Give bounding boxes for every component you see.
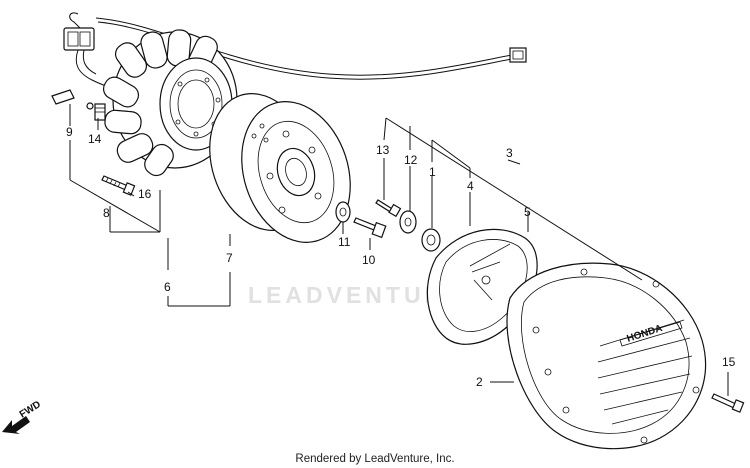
callout-6: 6 <box>164 280 171 294</box>
leader-lines <box>69 104 729 396</box>
callout-7: 7 <box>226 251 233 265</box>
footer-credit: Rendered by LeadVenture, Inc. <box>295 453 454 465</box>
callout-1: 1 <box>429 165 436 179</box>
callout-16: 16 <box>138 187 152 201</box>
callout-3: 3 <box>506 146 513 160</box>
bolt-part-16 <box>101 175 136 196</box>
screw-part-14 <box>86 102 106 121</box>
collar-part-1 <box>421 228 441 252</box>
callout-13: 13 <box>376 143 390 157</box>
callout-15: 15 <box>722 355 736 369</box>
grommet-part <box>51 89 75 105</box>
bolt-part-10 <box>353 217 387 239</box>
forward-arrow-icon <box>2 416 30 434</box>
fwd-label: FWD <box>18 399 43 420</box>
callout-2: 2 <box>476 375 483 389</box>
callout-11: 11 <box>338 235 351 249</box>
washer-part-12 <box>399 210 417 234</box>
callout-4: 4 <box>467 179 474 193</box>
watermark-text: LEADVENTURE <box>248 282 465 308</box>
callout-9: 9 <box>66 125 73 139</box>
bolt-part-13 <box>375 199 402 218</box>
callout-8: 8 <box>103 206 110 220</box>
callout-10: 10 <box>362 253 376 267</box>
callout-12: 12 <box>404 153 418 167</box>
callout-labels: 9 14 16 8 6 7 11 10 13 12 1 4 3 5 2 15 <box>66 125 736 389</box>
forward-direction-indicator: FWD <box>2 399 43 434</box>
callout-14: 14 <box>88 132 102 146</box>
flywheel-rotor <box>209 93 351 243</box>
crankcase-cover: HONDA <box>506 262 707 450</box>
washer-part-11 <box>335 201 351 223</box>
bolt-part-15 <box>711 393 745 413</box>
callout-5: 5 <box>524 205 531 219</box>
